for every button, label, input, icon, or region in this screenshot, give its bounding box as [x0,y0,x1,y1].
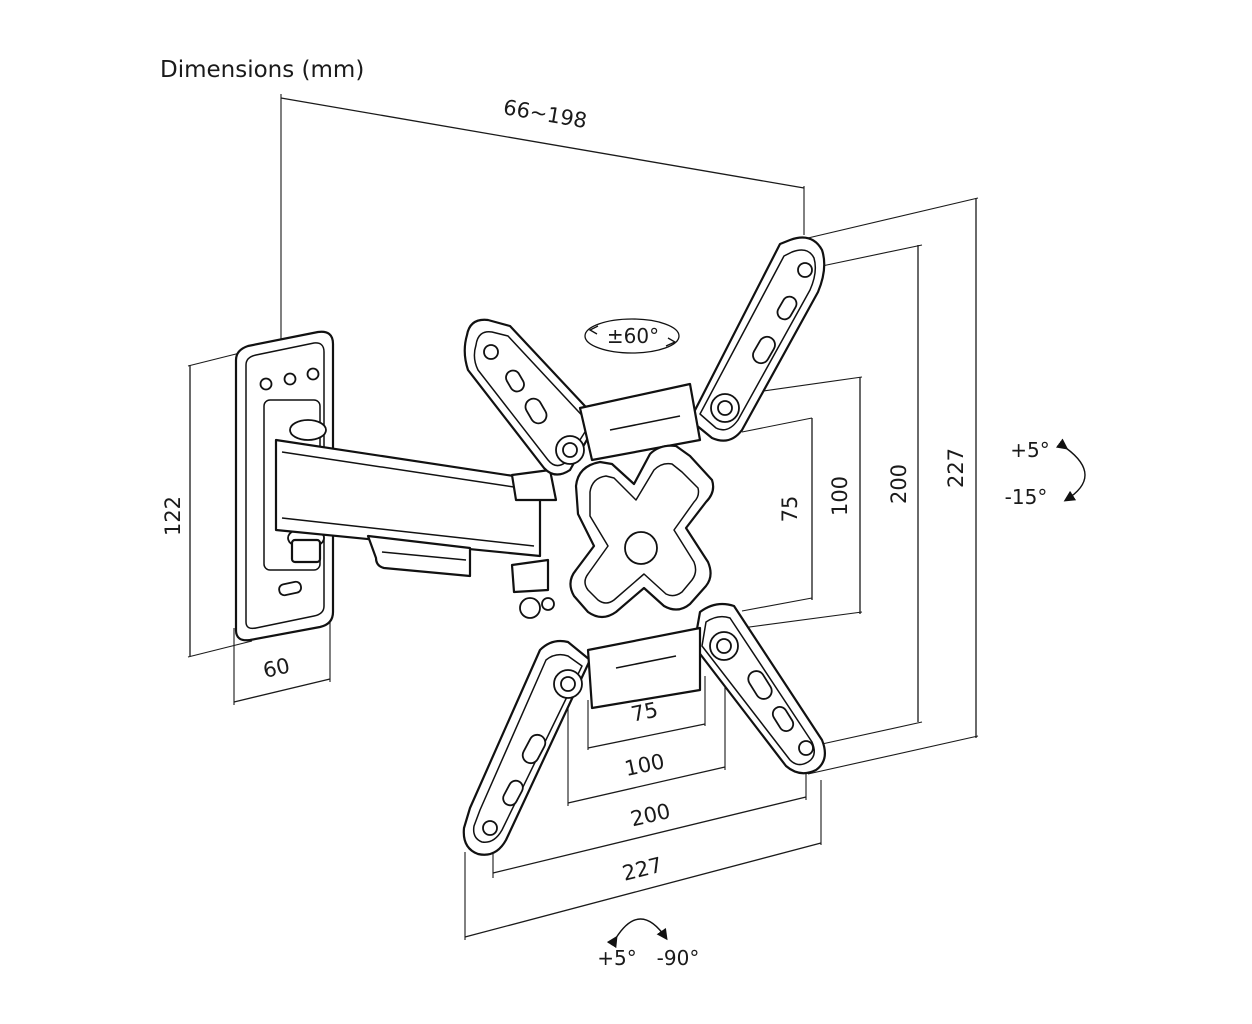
tilt-up-label: +5° [1010,438,1049,462]
vesa-vertical-100-label: 100 [828,476,852,516]
swivel-arrow-icon [606,918,668,949]
tilt-down-label: -15° [1005,485,1048,509]
center-hole-icon [624,531,658,565]
wall-plate-hole-icon [283,372,297,386]
page-title: Dimensions (mm) [160,57,364,83]
wall-plate-hole-icon [259,377,273,391]
vesa-vertical-227-label: 227 [944,448,968,488]
vesa-vertical-75-label: 75 [778,496,802,523]
swivel-left-label: +5° [597,946,636,970]
vesa-horizontal-75-label: 75 [629,698,660,727]
vesa-vertical-200-label: 200 [887,464,911,504]
wall-plate-slot-icon [278,580,302,597]
dimension-lines [187,94,979,940]
vesa-horizontal-100-label: 100 [622,749,666,781]
tilt-arrow-icon [1055,438,1086,502]
vesa-horizontal-200-label: 200 [628,799,672,831]
extension-arm [274,438,558,619]
bracket-hole-icon [482,820,498,836]
bracket-hole-icon [798,740,814,756]
bracket-hole-icon [483,344,499,360]
rotation-symbol [584,318,680,354]
swivel-right-label: -90° [657,946,700,970]
vesa-horizontal-227-label: 227 [620,853,665,886]
arm-extension-label: 66~198 [502,95,589,133]
rotation-label: ±60° [607,324,659,348]
wall-plate-hole-icon [306,367,320,381]
bracket-hole-icon [797,262,813,278]
wall-plate-width-label: 60 [261,653,292,682]
vesa-bracket [462,236,827,856]
wall-plate-height-label: 122 [161,496,185,536]
